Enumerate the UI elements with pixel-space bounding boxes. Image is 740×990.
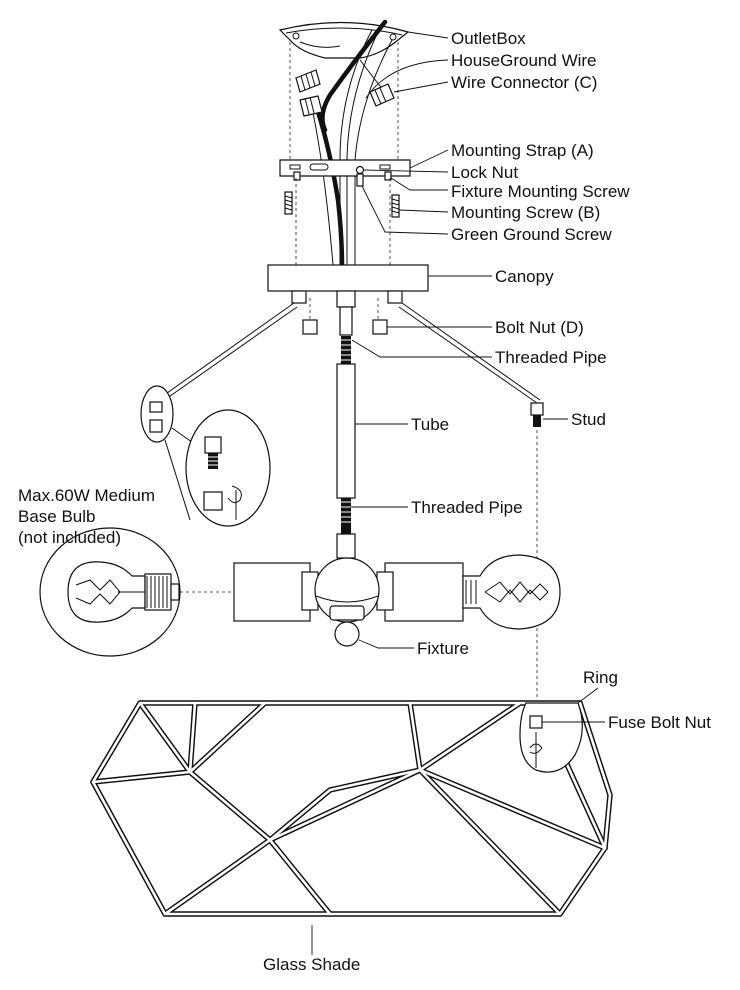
- threaded-pipe-bottom: [336, 498, 356, 559]
- fixture-body: [233, 557, 464, 647]
- label-green-ground-screw: Green Ground Screw: [451, 225, 612, 244]
- detail-large-bubble: [185, 409, 271, 527]
- detail-small-bubble: [140, 385, 174, 443]
- wire-connector-left: [295, 69, 321, 93]
- bolt-nut-right: [372, 319, 388, 335]
- fixture-mounting-screw: [293, 171, 392, 181]
- label-mounting-strap: Mounting Strap (A): [451, 141, 594, 160]
- stud: [530, 402, 544, 427]
- threaded-pipe-top: [339, 306, 353, 364]
- label-fixture-mounting-screw: Fixture Mounting Screw: [451, 182, 630, 201]
- mounting-screw-left: [284, 191, 293, 215]
- bolt-nut-left: [302, 319, 318, 335]
- supply-wires: [311, 19, 393, 269]
- ring-detail-bubble: [519, 702, 583, 773]
- label-outlet-box: OutletBox: [451, 29, 526, 48]
- wire-connector-right: [369, 83, 395, 107]
- outlet-box: [278, 21, 410, 59]
- label-glass-shade: Glass Shade: [263, 955, 360, 974]
- label-bulb-line2: Base Bulb: [18, 507, 96, 526]
- label-fuse-bolt-nut: Fuse Bolt Nut: [608, 713, 711, 732]
- tube: [336, 363, 356, 499]
- glass-shade: [90, 700, 613, 917]
- mounting-strap: [279, 159, 411, 177]
- label-threaded-pipe-bottom: Threaded Pipe: [411, 498, 523, 517]
- label-stud: Stud: [571, 410, 606, 429]
- label-lock-nut: Lock Nut: [451, 163, 518, 182]
- canopy: [267, 264, 429, 308]
- label-wire-connector: Wire Connector (C): [451, 73, 597, 92]
- label-bolt-nut: Bolt Nut (D): [495, 318, 584, 337]
- label-tube: Tube: [411, 415, 449, 434]
- label-threaded-pipe-top: Threaded Pipe: [495, 348, 607, 367]
- label-bulb-line3: (not included): [18, 528, 121, 547]
- mounting-screw-right: [391, 194, 400, 218]
- label-fixture: Fixture: [417, 639, 469, 658]
- green-ground-screw: [356, 173, 364, 187]
- bulb-right: [462, 554, 561, 630]
- label-ring: Ring: [583, 668, 618, 687]
- label-house-ground-wire: HouseGround Wire: [451, 51, 597, 70]
- label-canopy: Canopy: [495, 267, 554, 286]
- bulb-left: [39, 527, 181, 657]
- label-bulb-line1: Max.60W Medium: [18, 486, 155, 505]
- wire-connector-middle: [299, 95, 323, 117]
- label-mounting-screw: Mounting Screw (B): [451, 203, 600, 222]
